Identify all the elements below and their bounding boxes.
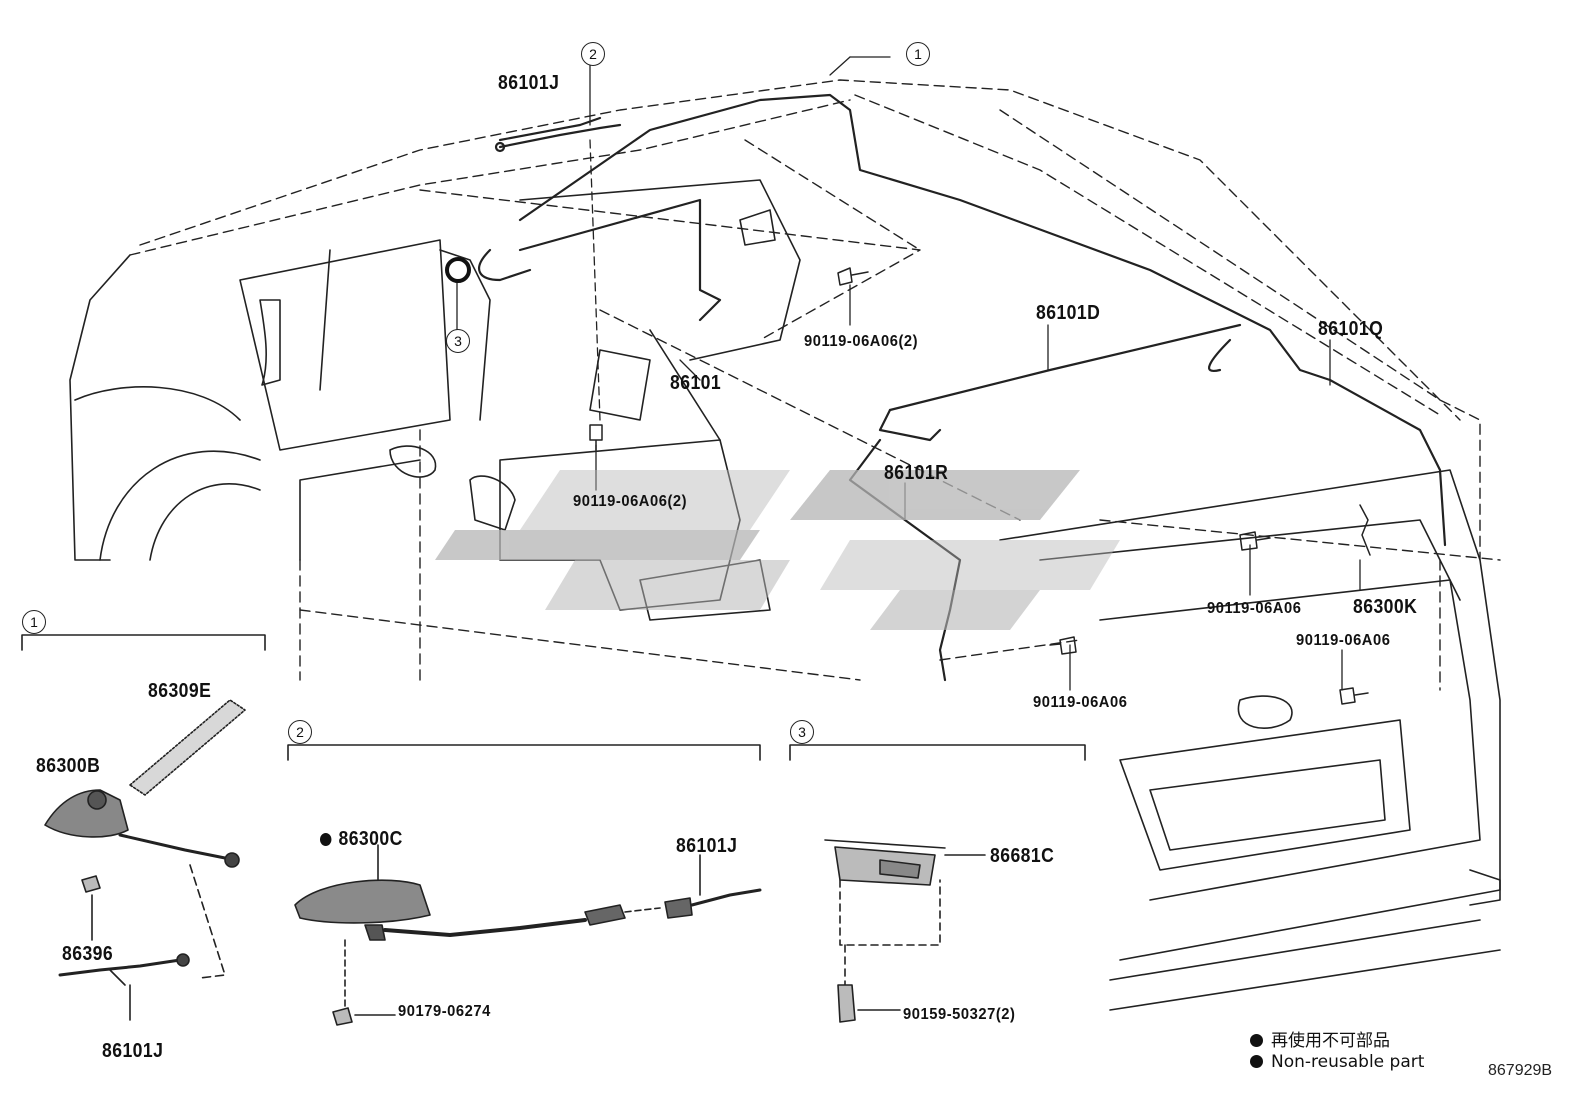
part-label-86300k: 86300K [1353,596,1418,618]
bullet-icon [1250,1034,1263,1047]
part-label-90159-50327: 90159-50327(2) [903,1006,1016,1023]
part-label-86681c: 86681C [990,845,1055,867]
part-label-86101q: 86101Q [1318,318,1384,340]
part-label-bolt-rear-b: 90119-06A06 [1296,632,1391,649]
legend-en: Non-reusable part [1250,1052,1424,1072]
callout-2-box: 2 [288,720,312,744]
part-label-86396: 86396 [62,943,114,965]
part-label-86101: 86101 [670,372,722,394]
callout-1-top: 1 [906,42,930,66]
callout-3-top: 3 [446,329,470,353]
legend-en-text: Non-reusable part [1271,1052,1425,1072]
part-label-86101d: 86101D [1036,302,1101,324]
part-label-86309e: 86309E [148,680,212,702]
part-label-86101j-top: 86101J [498,72,560,94]
callout-2-top: 2 [581,42,605,66]
non-reusable-dot-icon [320,833,332,846]
part-label-bolt-roof: 90119-06A06(2) [804,333,919,350]
part-label-86101j-box2: 86101J [676,835,738,857]
part-label-86300c: 86300C [320,828,403,851]
part-label-86300b: 86300B [36,755,101,777]
diagram-code: 867929B [1488,1062,1553,1079]
part-label-bolt-side: 90119-06A06 [1033,694,1128,711]
part-label-86101r: 86101R [884,462,949,484]
part-label-bolt-floor: 90119-06A06(2) [573,493,688,510]
part-label-90179-06274: 90179-06274 [398,1003,491,1020]
part-label-86101j-box1: 86101J [102,1040,164,1062]
callout-1-box: 1 [22,610,46,634]
watermark-logo [435,470,1120,630]
part-label-bolt-rear-a: 90119-06A06 [1207,600,1302,617]
legend-jp: 再使用不可部品 [1250,1026,1390,1051]
part-label-86300c-text: 86300C [338,828,403,850]
legend-jp-text: 再使用不可部品 [1271,1031,1390,1051]
callout-3-box: 3 [790,720,814,744]
bullet-icon [1250,1055,1263,1068]
